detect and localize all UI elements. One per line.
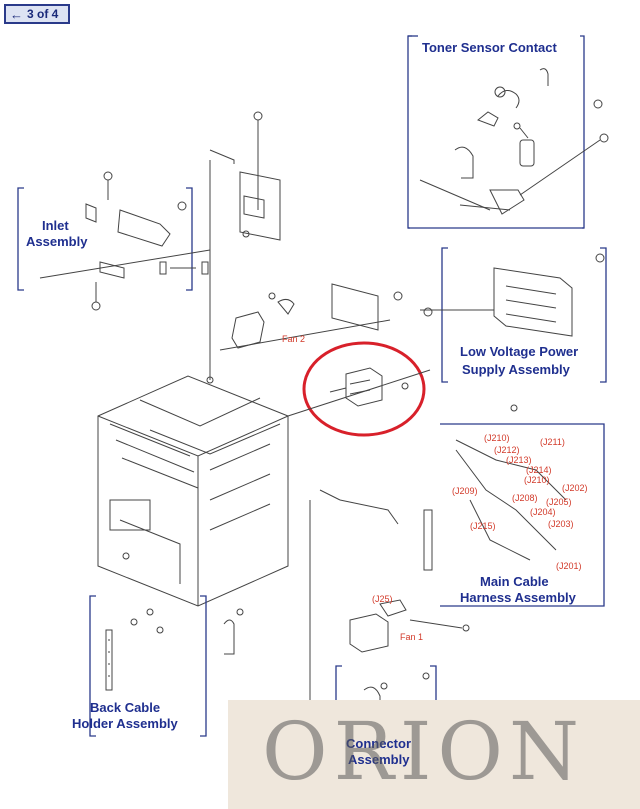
page-indicator: 3 of 4 (27, 7, 59, 21)
connector-label: (J211) (540, 437, 565, 447)
connector-labels: (J210) (J212) (J211) (J213) (J214) (J210… (452, 433, 588, 571)
connector-label-line2: Assembly (348, 752, 410, 767)
connector-label: (J209) (452, 486, 478, 496)
fan2-label: Fan 2 (282, 334, 305, 344)
watermark-panel (228, 700, 640, 809)
connector-label: (J215) (470, 521, 496, 531)
fan1-connector-label: (J25) (372, 594, 393, 604)
toner-parts (419, 68, 609, 215)
back-cable-label-line2: Holder Assembly (72, 716, 178, 731)
watermark-logo: ORION (262, 705, 586, 798)
harness-parts (309, 404, 567, 740)
main-harness-label-line2: Harness Assembly (460, 590, 577, 605)
connector-label: (J205) (546, 497, 572, 507)
upper-bracket-parts (209, 111, 281, 380)
back-cable-callout (89, 595, 207, 737)
connector-label-line1: Connector (346, 736, 411, 751)
connector-label: (J201) (556, 561, 582, 571)
printer-frame (97, 369, 431, 607)
connector-label: (J202) (562, 483, 588, 493)
lvps-parts (420, 253, 605, 337)
highlight-circle (302, 341, 426, 437)
lvps-callout (441, 247, 607, 383)
connector-label: (J203) (548, 519, 574, 529)
main-harness-callout (440, 423, 605, 607)
toner-sensor-label: Toner Sensor Contact (422, 40, 558, 55)
connector-label: (J212) (494, 445, 520, 455)
connector-label: (J213) (506, 455, 532, 465)
lvps-label-line2: Supply Assembly (462, 362, 571, 377)
lvps-label-line1: Low Voltage Power (460, 344, 578, 359)
connector-label: (J210) (524, 475, 550, 485)
inlet-callout (17, 187, 193, 291)
back-cable-label-line1: Back Cable (90, 700, 160, 715)
main-harness-label-line1: Main Cable (480, 574, 549, 589)
back-arrow-icon: ← (10, 6, 23, 22)
fan2-parts (219, 283, 403, 351)
connector-label: (J214) (526, 465, 552, 475)
connector-label: (J210) (484, 433, 510, 443)
toner-sensor-callout (407, 35, 585, 229)
fan1-parts (349, 599, 470, 653)
connector-label: (J208) (512, 493, 538, 503)
connector-label: (J204) (530, 507, 556, 517)
page-nav-button[interactable]: ← 3 of 4 (4, 4, 70, 24)
inlet-label-line2: Assembly (26, 234, 88, 249)
fan1-label: Fan 1 (400, 632, 423, 642)
inlet-parts (39, 171, 211, 311)
inlet-label-line1: Inlet (42, 218, 69, 233)
back-cable-parts (105, 608, 244, 691)
